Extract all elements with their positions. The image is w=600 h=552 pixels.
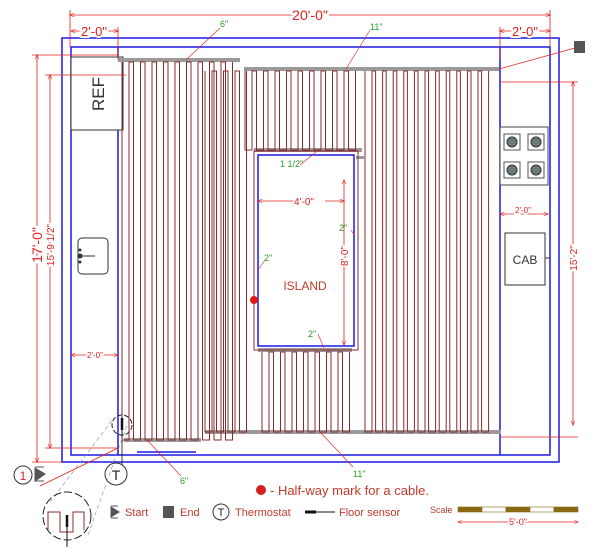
- dim-island-width: 4'-0": [294, 197, 314, 208]
- legend-floor-sensor: Floor sensor: [339, 507, 400, 519]
- legend-thermostat: Thermostat: [235, 507, 291, 519]
- dim-overall-height: 17'-0": [29, 227, 45, 263]
- burner-icon: [506, 164, 518, 176]
- spacing-island-top: 1 1/2": [280, 159, 303, 169]
- sensor-detail-magnifier: [42, 417, 129, 547]
- dim-island-length: 8'-0": [340, 246, 351, 266]
- spacing-bottom-right: 11": [353, 469, 366, 479]
- dim-sink-clearance: 2'-0": [87, 351, 103, 360]
- island-label: ISLAND: [283, 279, 327, 293]
- sink: [77, 237, 109, 275]
- dimension-lines: [32, 10, 578, 487]
- scale-segment: [457, 506, 483, 513]
- spacing-top-right: 11": [370, 22, 383, 32]
- cable-loop-group: [121, 61, 233, 441]
- start-marker-icon: [34, 466, 46, 482]
- halfway-legend-dot: [256, 485, 266, 495]
- scale-segment: [553, 506, 579, 513]
- scale-label: Scale: [430, 505, 453, 515]
- cable-loop-group: [204, 70, 247, 433]
- end-marker-icon: [574, 41, 585, 53]
- thermostat-symbol: T: [112, 467, 121, 483]
- dim-heated-height-left: 15'-9 1/2": [46, 223, 57, 266]
- spacing-bottom-left: 6": [180, 476, 188, 486]
- spacing-island-left: 2": [264, 253, 272, 263]
- circuit-number: 1: [20, 469, 27, 483]
- scale-segment: [505, 506, 531, 513]
- cooktop: [499, 126, 549, 186]
- heating-cable: [121, 61, 490, 441]
- cabinet-label: CAB: [513, 253, 538, 267]
- legend-thermostat-icon: [212, 503, 230, 521]
- scale-length: 5'-0": [509, 517, 527, 527]
- island: [257, 154, 355, 347]
- dim-cooktop-clearance: 2'-0": [515, 206, 531, 215]
- legend-start-icon: [110, 505, 120, 519]
- scale-bar: [457, 506, 579, 513]
- halfway-dot: [250, 296, 258, 304]
- cabinet: [504, 232, 546, 286]
- cable-loop-group: [364, 70, 490, 433]
- island-cable-border: [253, 150, 359, 351]
- burner-icon: [530, 164, 542, 176]
- burner-icon: [530, 136, 542, 148]
- thermostat-icon: [104, 462, 128, 486]
- spacing-leaders: [146, 27, 371, 477]
- dim-heated-height-right: 15'-2": [569, 245, 580, 271]
- inner-wall: [70, 46, 551, 456]
- halfway-note: - Half-way mark for a cable.: [270, 483, 429, 498]
- legend-start: Start: [125, 507, 148, 519]
- refrigerator-label: REF: [89, 77, 108, 111]
- outer-wall: [61, 37, 560, 463]
- spacing-top-left: 6": [220, 19, 228, 29]
- scale-segment: [481, 506, 507, 513]
- cable-loop-group: [261, 351, 350, 433]
- scale-segment: [529, 506, 555, 513]
- spacing-island-bottom: 2": [308, 329, 316, 339]
- legend-end: End: [180, 507, 200, 519]
- cable-loop-group: [244, 70, 356, 151]
- burner-icon: [506, 136, 518, 148]
- refrigerator: [70, 56, 124, 131]
- dim-overall-width: 20'-0": [292, 7, 328, 23]
- legend-thermostat-symbol: T: [218, 507, 225, 519]
- dim-right-offset: 2'-0": [512, 24, 538, 39]
- dim-left-offset: 2'-0": [81, 24, 107, 39]
- spacing-island-right: 2": [339, 223, 347, 233]
- circuit-number-circle: [13, 465, 33, 485]
- legend-end-icon: [163, 506, 174, 518]
